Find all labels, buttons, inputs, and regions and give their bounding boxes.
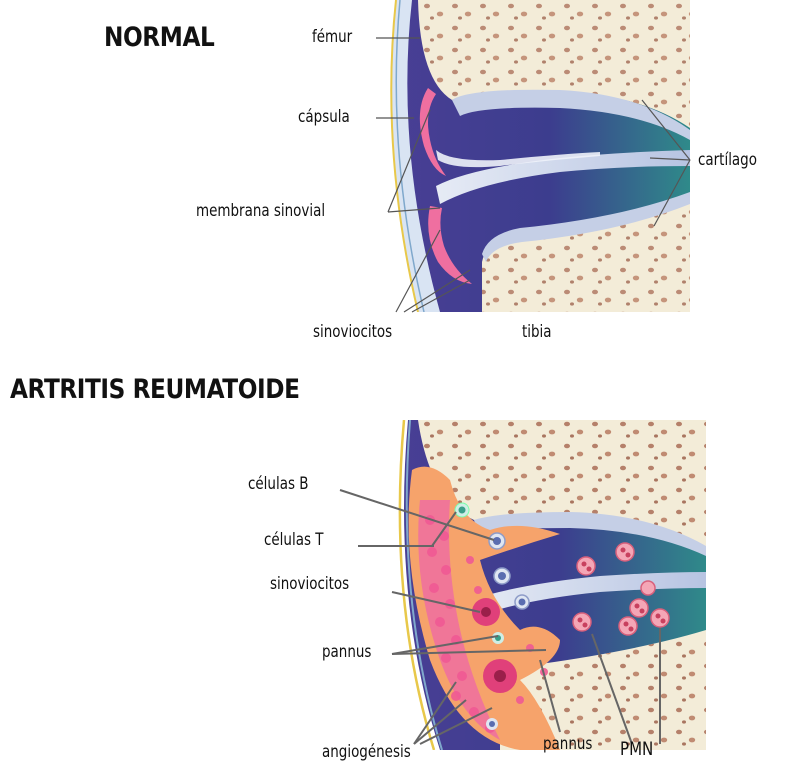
label-sinoviocitos: sinoviocitos xyxy=(313,322,392,342)
label-tibia: tibia xyxy=(522,322,552,342)
label-capsula: cápsula xyxy=(298,107,350,127)
label-celulas-t: células T xyxy=(264,530,323,550)
label-membrana-sinovial: membrana sinovial xyxy=(196,201,325,221)
label-angiogenesis: angiogénesis xyxy=(322,742,411,762)
ra-joint xyxy=(380,420,706,750)
label-celulas-b: células B xyxy=(248,474,308,494)
label-pmn: PMN xyxy=(620,738,653,760)
label-femur: fémur xyxy=(312,27,352,47)
normal-joint xyxy=(380,0,690,312)
label-cartilago: cartílago xyxy=(698,150,757,170)
label-pannus-bottom: pannus xyxy=(543,734,592,754)
label-pannus-left: pannus xyxy=(322,642,371,662)
label-sinoviocitos-ra: sinoviocitos xyxy=(270,574,349,594)
